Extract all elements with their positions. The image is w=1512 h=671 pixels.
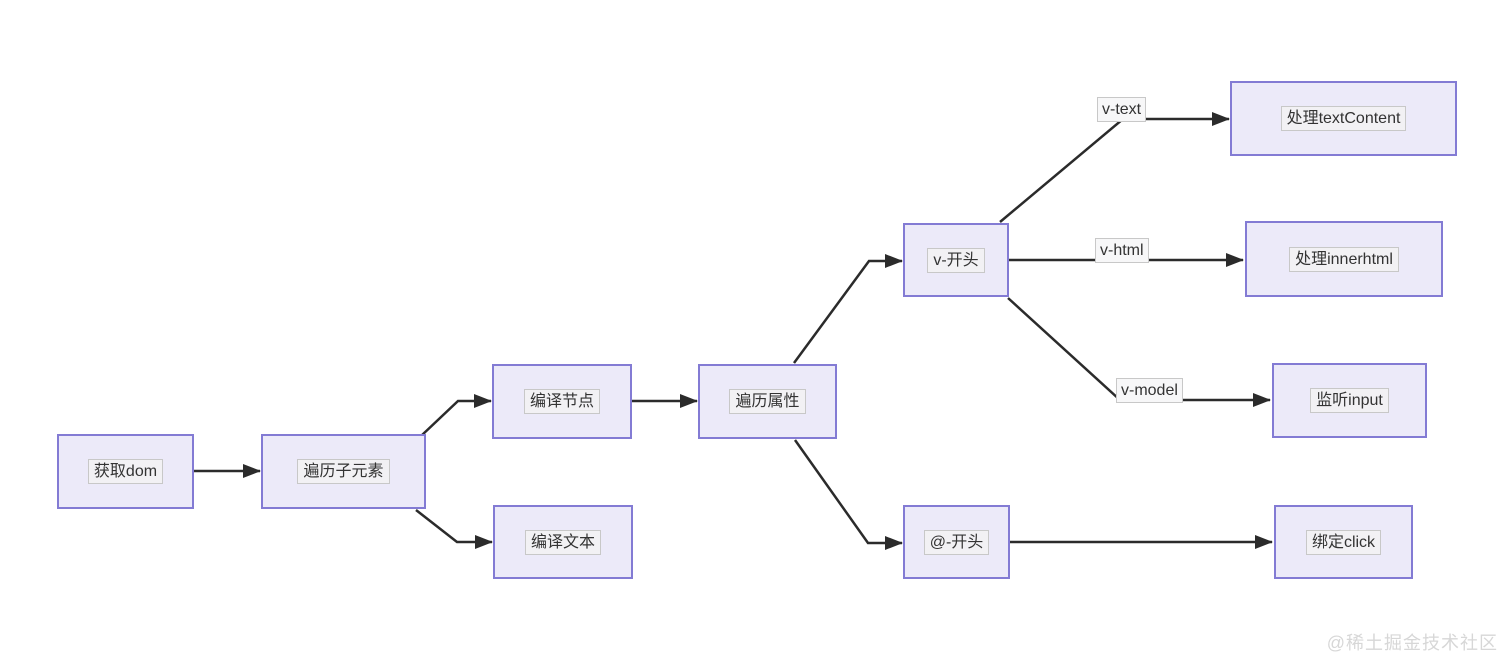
node-compile-node-label: 编译节点 xyxy=(523,389,600,414)
node-get-dom-label: 获取dom xyxy=(87,459,164,484)
node-v-prefix[interactable]: v-开头 xyxy=(903,223,1009,297)
node-bind-click-label: 绑定click xyxy=(1305,529,1382,555)
node-at-prefix[interactable]: @-开头 xyxy=(903,505,1010,579)
node-listen-input[interactable]: 监听input xyxy=(1272,363,1427,438)
edge-label-v-text: v-text xyxy=(1097,97,1147,122)
node-handle-textcontent[interactable]: 处理textContent xyxy=(1230,81,1457,156)
node-traverse-children[interactable]: 遍历子元素 xyxy=(261,434,426,509)
node-listen-input-label: 监听input xyxy=(1310,388,1389,413)
node-handle-textcontent-label: 处理textContent xyxy=(1280,106,1407,131)
watermark: @稀土掘金技术社区 xyxy=(1326,633,1498,653)
edge-traversechildren-to-compilenode xyxy=(420,394,492,437)
edge-vprefix-to-handletextcontent xyxy=(999,112,1230,223)
node-compile-text-label: 编译文本 xyxy=(524,529,601,555)
edge-traverseattrs-to-vprefix xyxy=(792,254,903,364)
node-traverse-attrs-label: 遍历属性 xyxy=(729,389,806,414)
edge-label-v-model: v-model xyxy=(1116,378,1183,403)
node-compile-node[interactable]: 编译节点 xyxy=(492,364,632,439)
node-handle-innerhtml-label: 处理innerhtml xyxy=(1289,246,1399,272)
edge-traverseattrs-to-atprefix xyxy=(793,439,903,550)
node-handle-innerhtml[interactable]: 处理innerhtml xyxy=(1245,221,1443,297)
node-bind-click[interactable]: 绑定click xyxy=(1274,505,1413,579)
edge-traversechildren-to-compiletext xyxy=(415,509,493,549)
node-traverse-children-label: 遍历子元素 xyxy=(297,459,390,484)
node-compile-text[interactable]: 编译文本 xyxy=(493,505,633,579)
node-traverse-attrs[interactable]: 遍历属性 xyxy=(698,364,837,439)
node-get-dom[interactable]: 获取dom xyxy=(57,434,194,509)
node-at-prefix-label: @-开头 xyxy=(923,529,990,555)
node-v-prefix-label: v-开头 xyxy=(927,247,985,273)
edge-label-v-html: v-html xyxy=(1095,238,1149,263)
